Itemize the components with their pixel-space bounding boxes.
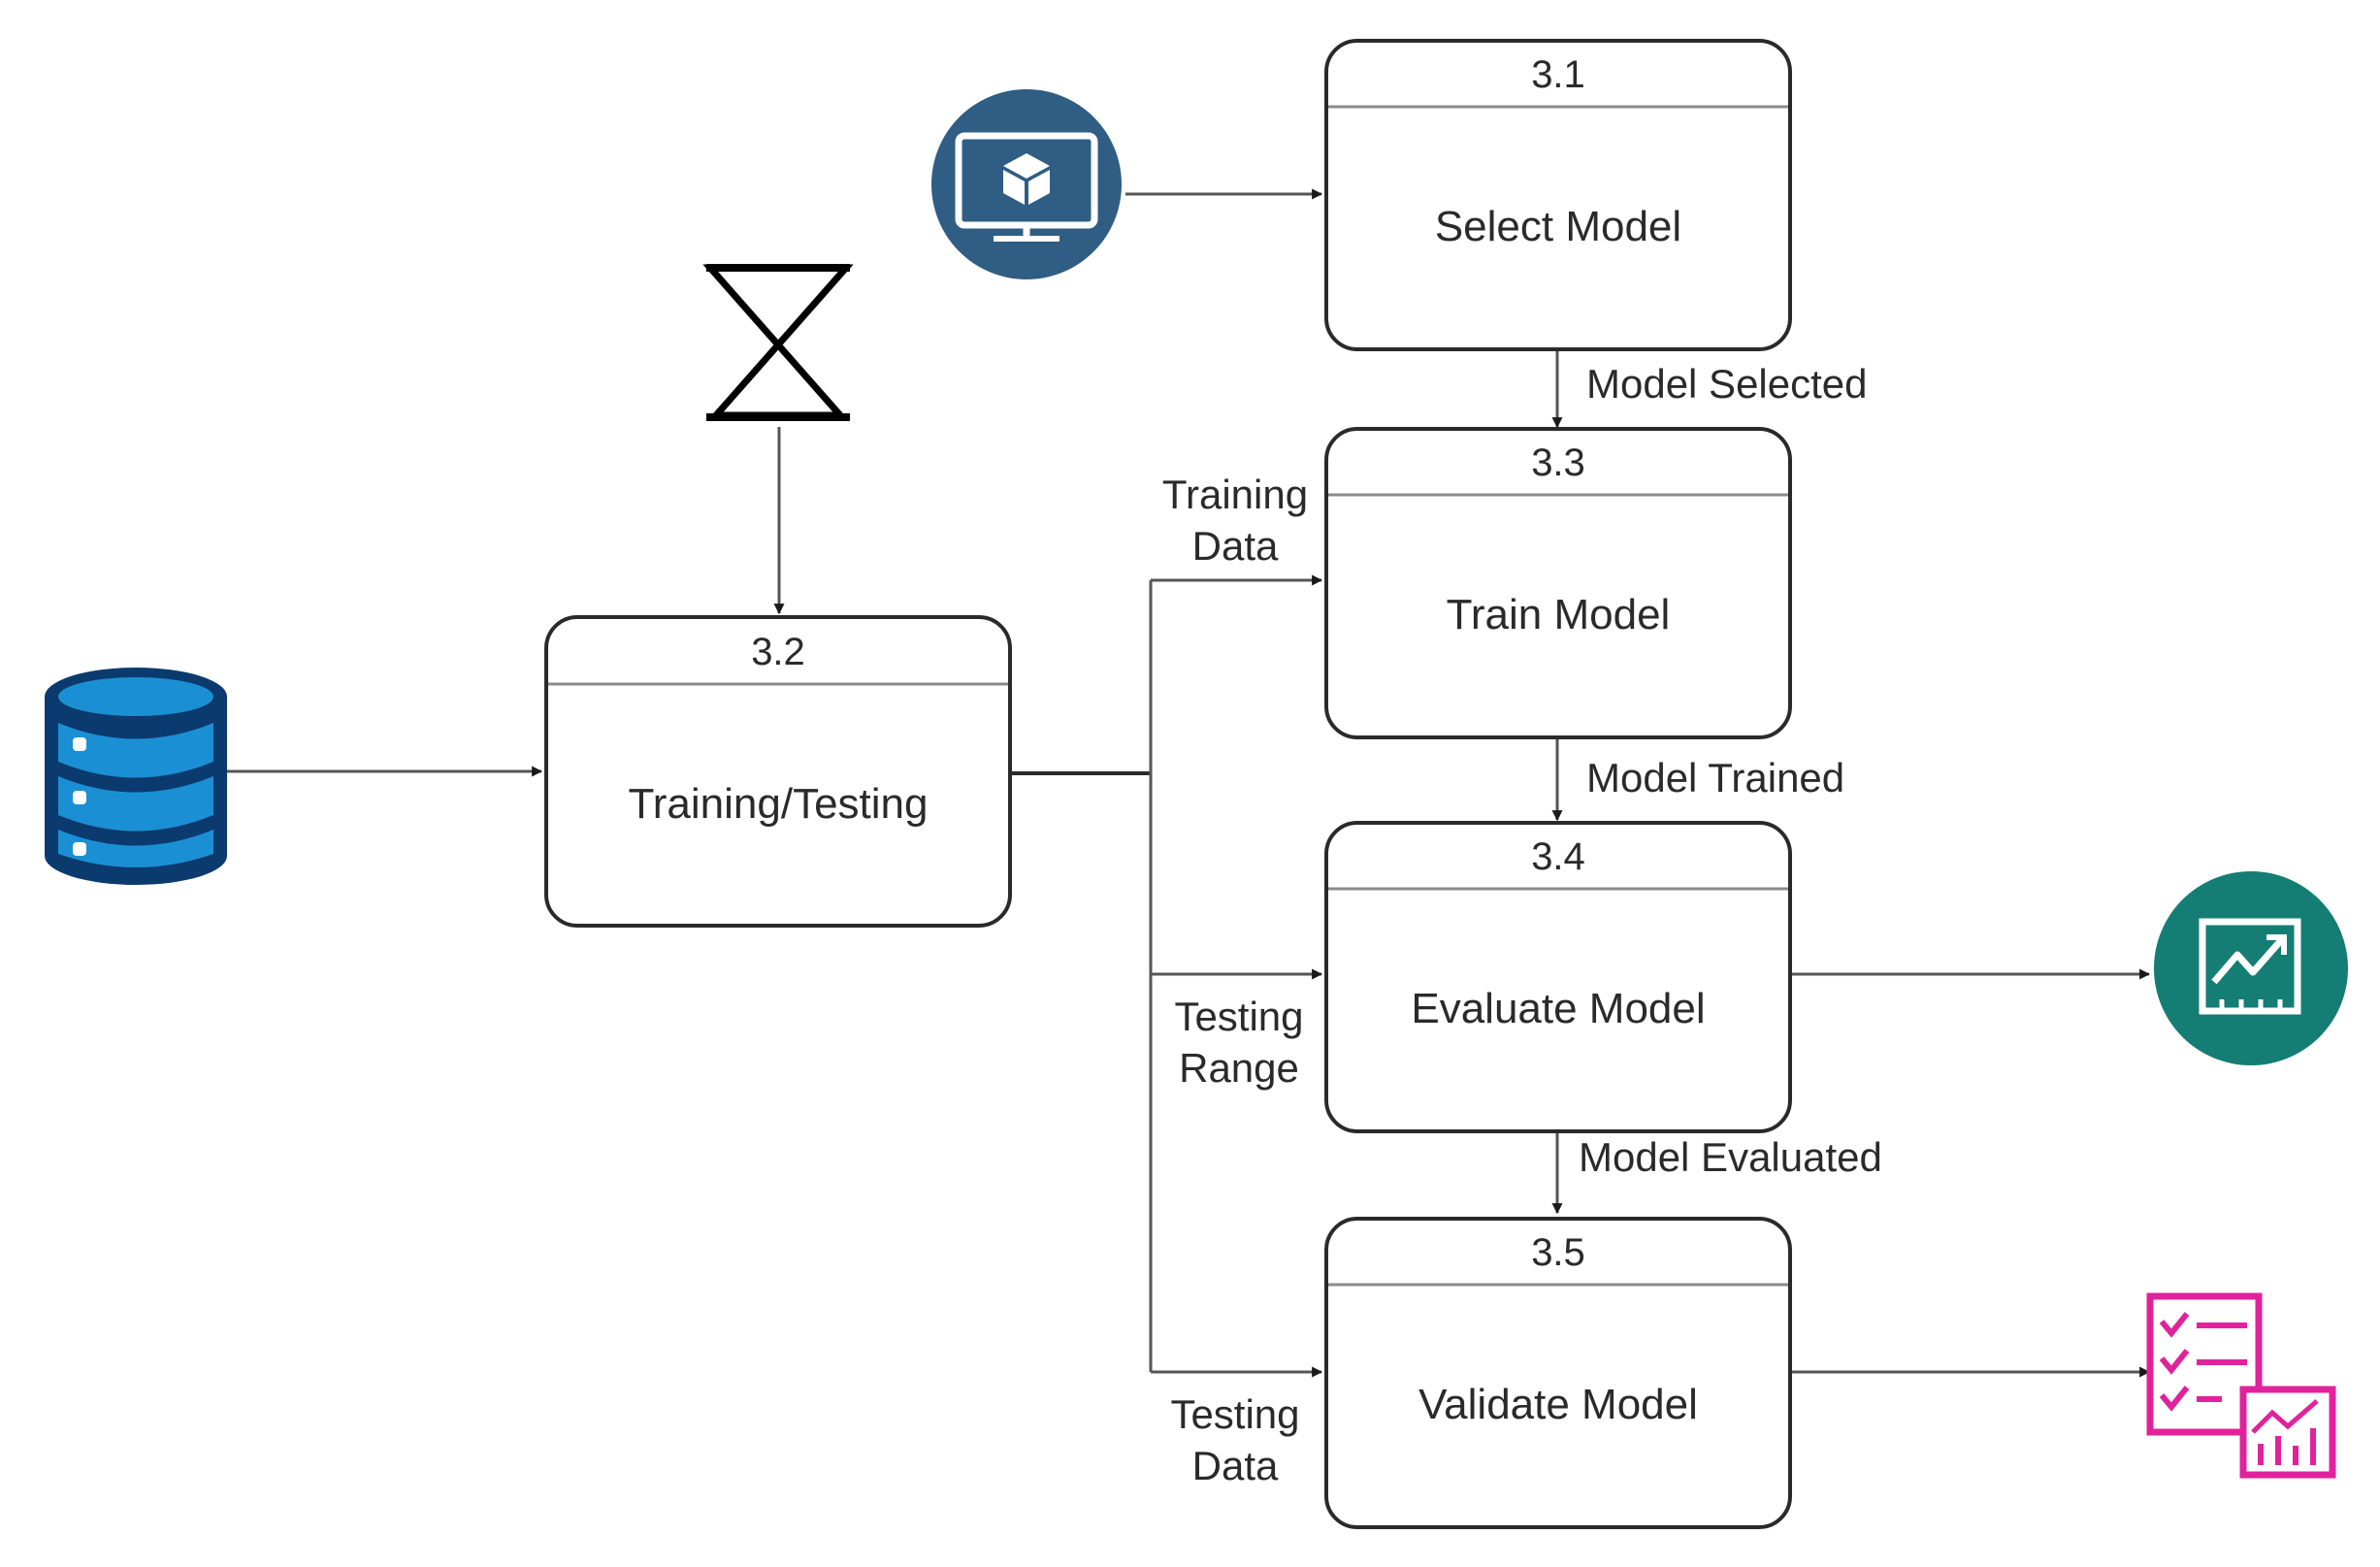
process-name: Training/Testing: [629, 780, 929, 828]
process-name: Select Model: [1435, 203, 1681, 250]
flow-label-model-selected: Model Selected: [1586, 361, 1868, 407]
svg-text:Data: Data: [1192, 523, 1279, 569]
flow-label-model-evaluated: Model Evaluated: [1579, 1134, 1882, 1180]
process-id: 3.1: [1531, 53, 1585, 96]
computer-model-icon: [931, 89, 1122, 279]
hourglass-icon: [702, 264, 854, 421]
process-training-testing: 3.2 Training/Testing: [544, 615, 1012, 928]
process-evaluate-model: 3.4 Evaluate Model: [1324, 821, 1792, 1133]
process-id: 3.3: [1531, 441, 1585, 484]
flow-label-model-trained: Model Trained: [1586, 755, 1844, 800]
process-train-model: 3.3 Train Model: [1324, 427, 1792, 739]
database-icon: [45, 668, 227, 885]
flow-label-training-data: Training Data: [1162, 472, 1308, 569]
process-select-model: 3.1 Select Model: [1324, 39, 1792, 351]
flow-label-testing-range: Testing Range: [1174, 994, 1303, 1091]
checklist-report-icon: [2146, 1292, 2336, 1479]
svg-text:Testing: Testing: [1174, 994, 1303, 1039]
flow-label-testing-data: Testing Data: [1170, 1391, 1299, 1488]
analytics-chart-icon: [2154, 871, 2348, 1065]
process-name: Evaluate Model: [1411, 985, 1705, 1032]
process-validate-model: 3.5 Validate Model: [1324, 1217, 1792, 1529]
svg-text:Testing: Testing: [1170, 1391, 1299, 1437]
svg-text:Range: Range: [1179, 1045, 1299, 1091]
svg-text:Training: Training: [1162, 472, 1308, 517]
process-name: Validate Model: [1418, 1381, 1698, 1428]
process-id: 3.2: [751, 631, 805, 673]
process-id: 3.5: [1531, 1231, 1585, 1274]
svg-text:Data: Data: [1192, 1443, 1279, 1488]
process-id: 3.4: [1531, 835, 1585, 878]
process-name: Train Model: [1447, 591, 1671, 638]
